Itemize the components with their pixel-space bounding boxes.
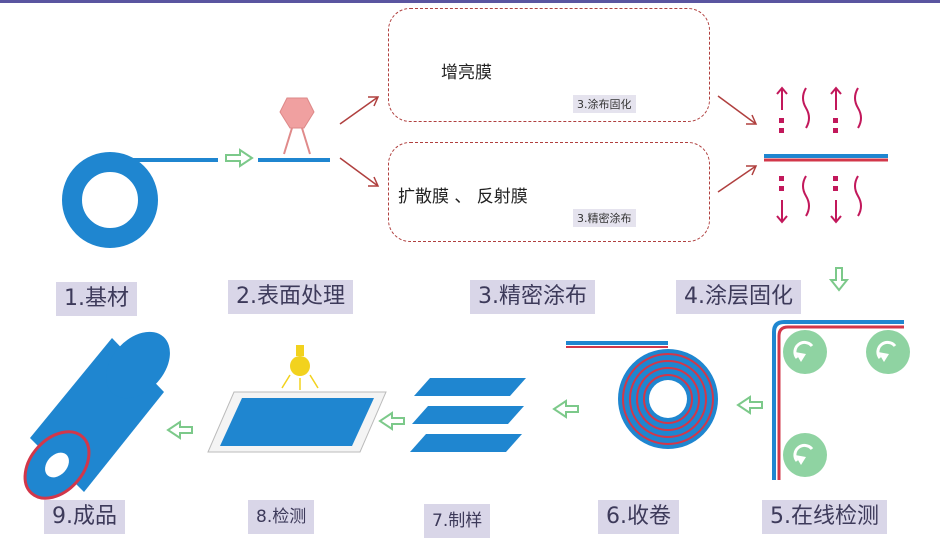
sample-sheets	[410, 378, 526, 452]
roller-icon	[866, 330, 910, 374]
nozzle-icon	[279, 97, 315, 155]
branch-box-bottom	[388, 142, 710, 242]
arrow-icon	[736, 395, 763, 415]
inspection-sheet	[207, 345, 387, 453]
roller-icon	[783, 330, 827, 374]
branch-bottom-caption: 3.精密涂布	[573, 209, 636, 227]
step-label-1: 1.基材	[56, 282, 137, 316]
branch-top-caption: 3.涂布固化	[573, 95, 636, 113]
step-label-7: 7.制样	[424, 504, 491, 538]
branch-box-top	[388, 8, 710, 122]
arrow-icon	[552, 399, 579, 419]
arrow-icon	[378, 411, 405, 431]
top-border	[0, 0, 940, 3]
converge-arrows	[717, 95, 758, 193]
down-arrow-icon	[828, 267, 850, 292]
arrow-icon	[166, 420, 193, 440]
curing-illustration	[764, 86, 888, 224]
substrate-roll	[62, 152, 218, 248]
step-label-3: 3.精密涂布	[470, 280, 595, 314]
branch-arrows	[339, 96, 380, 187]
roller-icon	[783, 433, 827, 477]
finished-roll	[23, 331, 170, 500]
arrow-icon	[225, 148, 254, 168]
lamp-icon	[281, 345, 319, 390]
branch-bottom-film: 扩散膜 、 反射膜	[398, 187, 528, 207]
branch-top-film: 增亮膜	[441, 63, 492, 83]
step-label-4: 4.涂层固化	[676, 280, 801, 314]
step-label-6: 6.收卷	[598, 500, 679, 534]
surface-treatment	[258, 97, 330, 162]
online-inspection	[772, 320, 910, 480]
step-label-5: 5.在线检测	[762, 500, 887, 534]
step-label-8: 8.检测	[248, 500, 315, 534]
step-label-2: 2.表面处理	[228, 280, 353, 314]
step-label-9: 9.成品	[44, 500, 125, 534]
windup-roll	[566, 341, 718, 449]
